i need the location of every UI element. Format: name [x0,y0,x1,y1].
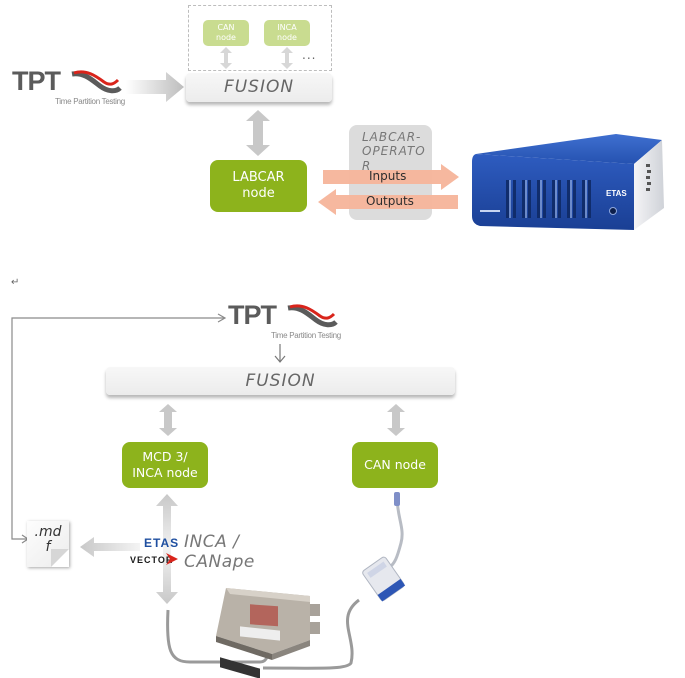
operator-label-line: LABCAR- [362,130,422,144]
mdf-label-line: .md [34,524,62,540]
vector-logo: VECTOR [130,555,174,565]
mdf-file-icon: .md f [27,521,69,567]
tpt-logo: TPT Time Partition Testing [12,66,125,110]
optional-inca-node: INCA node [264,20,310,46]
fusion-labcar-bidirectional-arrow-icon [246,110,270,156]
inputs-arrow-icon [323,164,459,190]
node-label: INCA node [132,465,198,480]
operator-label-line: R [362,158,372,173]
node-label: node [216,33,236,42]
tpt-logo-tagline: Time Partition Testing [55,97,125,106]
ecu-control-unit-image [166,588,320,678]
device-brand-label: ETAS [606,189,627,198]
tpt-logo-word: TPT [228,300,277,330]
fusion-mcd-bidirectional-arrow-icon [159,404,177,436]
more-nodes-ellipsis: ... [302,48,317,62]
mcd-inca-node: MCD 3/ INCA node [122,442,208,488]
outputs-arrow-icon [318,189,458,215]
tool-label-line: INCA / [184,532,240,552]
node-label: LABCAR [232,169,285,185]
labcar-hardware-device-image: ETAS [472,134,664,230]
paragraph-mark: ↵ [11,277,20,288]
vector-chevron-icon [166,553,178,565]
node-label: CAN node [364,457,426,473]
node-label: INCA [277,23,297,32]
inputs-label: Inputs [369,169,407,183]
outputs-label: Outputs [366,194,414,208]
can-node: CAN node [352,442,438,488]
node-label: node [277,33,297,42]
fusion-label: FUSION [223,77,295,97]
fusion-bar: FUSION [106,367,455,395]
tool-label-line: CANape [184,551,255,572]
small-bidirectional-arrow-icon [220,47,232,69]
tpt-logo-word: TPT [12,66,61,96]
fusion-bar: FUSION [186,73,332,102]
mdf-to-tpt-feedback-line [11,313,227,544]
can-interface-adapter-image [262,492,406,670]
tpt-to-fusion-down-arrow-icon [274,344,286,363]
tpt-logo: TPT Time Partition Testing [228,300,341,344]
tpt-swoosh-icon [287,304,338,328]
optional-can-node: CAN node [203,20,249,46]
fusion-can-bidirectional-arrow-icon [387,404,405,436]
node-label: node [242,186,275,201]
inca-canape-label: INCA / CANape [184,532,255,572]
tpt-swoosh-icon [71,70,122,94]
mcd-ecu-bidirectional-arrow-icon [156,494,178,604]
operator-label-line: OPERATO [362,144,426,159]
tool-to-mdf-arrow-icon [80,537,140,557]
node-label: MCD 3/ [142,449,188,465]
mdf-label-line: f [45,539,51,556]
labcar-node: LABCAR node [210,160,307,212]
etas-logo: ETAS [144,536,180,550]
small-bidirectional-arrow-icon [281,47,293,69]
optional-nodes-container [188,5,332,71]
node-label: CAN [217,23,235,32]
tpt-to-fusion-arrow-icon [126,72,184,102]
tpt-logo-tagline: Time Partition Testing [271,331,341,340]
fusion-label: FUSION [245,371,316,391]
